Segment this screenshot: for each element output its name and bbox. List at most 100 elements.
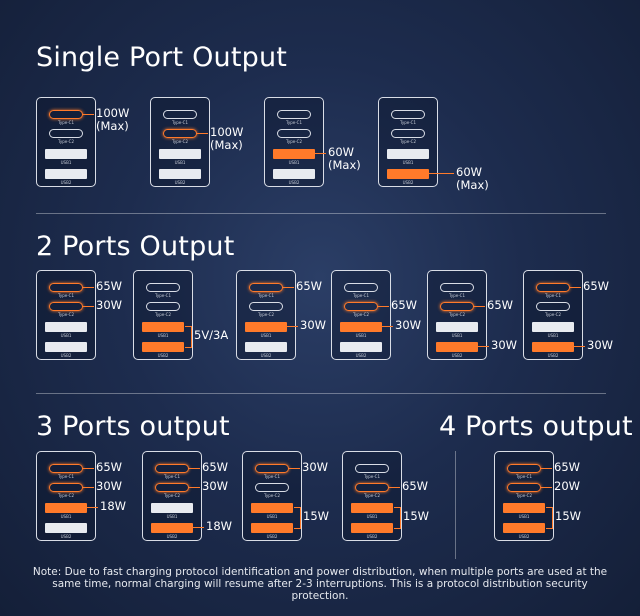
- usb2-port: [245, 342, 287, 352]
- usb1-port: [245, 322, 287, 332]
- type-c2-port: [507, 483, 541, 492]
- power-label: 30W: [300, 318, 327, 332]
- port-label: USB2: [547, 353, 559, 358]
- port-label: USB2: [366, 534, 378, 539]
- leader-line: [86, 507, 98, 508]
- port-label: Type-C1: [400, 120, 416, 125]
- power-label: 65W: [391, 297, 418, 312]
- port-label: USB2: [166, 534, 178, 539]
- power-label: 65W: [296, 278, 323, 293]
- port-label: Type-C1: [364, 474, 380, 479]
- port-label: USB2: [355, 353, 367, 358]
- usb2-port: [142, 342, 184, 352]
- leader-line: [314, 153, 326, 154]
- power-label: 15W: [555, 509, 582, 523]
- usb1-port: [436, 322, 478, 332]
- power-label: 30W: [302, 459, 329, 474]
- usb1-port: [503, 503, 545, 513]
- type-c2-port: [344, 302, 378, 311]
- type-c1-port: [355, 464, 389, 473]
- power-label: 65W: [402, 478, 429, 493]
- power-label: 15W: [403, 509, 430, 523]
- leader-line: [82, 305, 94, 307]
- type-c1-port: [146, 283, 180, 292]
- usb2-port: [159, 169, 201, 179]
- type-c1-port: [163, 110, 197, 119]
- type-c2-port: [249, 302, 283, 311]
- usb2-port: [436, 342, 478, 352]
- port-label: USB1: [174, 160, 186, 165]
- port-label: Type-C2: [545, 312, 561, 317]
- leader-line: [377, 305, 389, 307]
- divider: [36, 213, 606, 214]
- leader-line: [286, 326, 298, 327]
- leader-line: [388, 486, 400, 488]
- port-label: USB2: [402, 180, 414, 185]
- port-label: USB1: [266, 514, 278, 519]
- port-label: USB1: [451, 333, 463, 338]
- port-label: USB1: [60, 160, 72, 165]
- port-label: Type-C2: [58, 312, 74, 317]
- type-c2-port: [49, 129, 83, 138]
- port-label: USB1: [260, 333, 272, 338]
- port-label: USB2: [60, 534, 72, 539]
- port-label: USB2: [157, 353, 169, 358]
- type-c1-port: [249, 283, 283, 292]
- port-label: Type-C2: [264, 493, 280, 498]
- usb2-port: [340, 342, 382, 352]
- type-c2-port: [146, 302, 180, 311]
- port-label: USB1: [366, 514, 378, 519]
- port-label: USB2: [260, 353, 272, 358]
- section-title-single-port: Single Port Output: [36, 42, 288, 73]
- usb1-port: [351, 503, 393, 513]
- type-c1-port: [49, 283, 83, 292]
- port-label: USB2: [518, 534, 530, 539]
- usb1-port: [151, 503, 193, 513]
- type-c2-port: [163, 129, 197, 138]
- port-label: Type-C2: [400, 139, 416, 144]
- leader-line: [381, 326, 393, 327]
- port-label: USB1: [402, 160, 414, 165]
- port-label: Type-C1: [545, 293, 561, 298]
- usb2-port: [45, 169, 87, 179]
- type-c2-port: [277, 129, 311, 138]
- power-label: 60W: [456, 165, 483, 179]
- port-label: USB1: [547, 333, 559, 338]
- usb2-port: [251, 523, 293, 533]
- leader-line: [540, 467, 552, 469]
- leader-line: [188, 467, 200, 469]
- leader-line: [288, 467, 300, 469]
- leader-line: [282, 286, 294, 288]
- power-label: (Max): [96, 118, 129, 133]
- usb1-port: [532, 322, 574, 332]
- port-label: Type-C2: [516, 493, 532, 498]
- port-label: Type-C2: [353, 312, 369, 317]
- port-label: USB2: [60, 353, 72, 358]
- port-label: Type-C1: [164, 474, 180, 479]
- type-c1-port: [255, 464, 289, 473]
- port-label: USB2: [288, 180, 300, 185]
- section-title-four-ports: 4 Ports output: [439, 411, 633, 442]
- footnote: Note: Due to fast charging protocol iden…: [32, 566, 608, 602]
- usb2-port: [151, 523, 193, 533]
- port-label: Type-C1: [258, 293, 274, 298]
- divider: [36, 393, 606, 394]
- usb2-port: [351, 523, 393, 533]
- bracket-line: [394, 507, 401, 529]
- port-label: USB2: [451, 353, 463, 358]
- vertical-divider: [455, 451, 456, 559]
- port-label: Type-C1: [172, 120, 188, 125]
- power-label: 30W: [202, 478, 229, 493]
- port-label: Type-C1: [516, 474, 532, 479]
- leader-line: [540, 486, 552, 488]
- section-title-two-ports: 2 Ports Output: [36, 231, 235, 262]
- bracket-line: [294, 507, 301, 529]
- type-c2-port: [440, 302, 474, 311]
